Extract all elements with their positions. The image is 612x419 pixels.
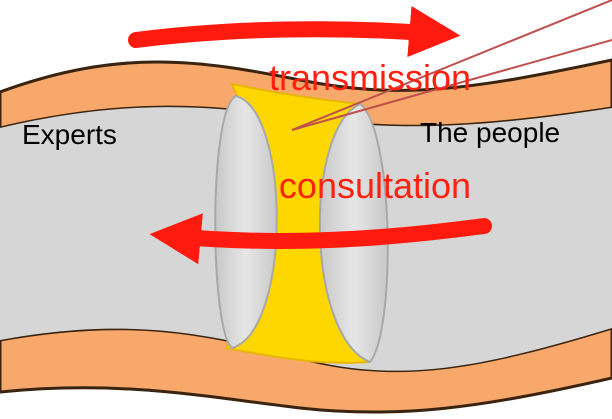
experts-label: Experts: [22, 119, 117, 150]
transmission-arrow: [136, 29, 440, 40]
transmission-label: transmission: [269, 57, 471, 98]
consultation-label: consultation: [279, 165, 471, 206]
the-people-label: The people: [420, 117, 560, 148]
